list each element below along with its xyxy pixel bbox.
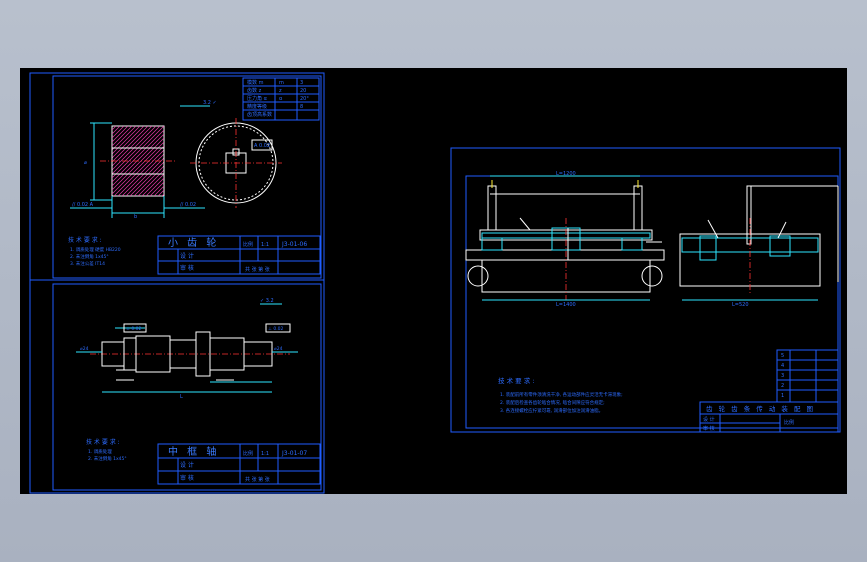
svg-text:精度等级: 精度等级 <box>247 103 267 110</box>
svg-text:α: α <box>279 96 283 102</box>
part-no-1: 1 <box>781 393 784 399</box>
shaft-designer-label: 设 计 <box>180 461 194 469</box>
svg-text:// 0.02 A: // 0.02 A <box>72 202 94 208</box>
assembly-note-1: 1. 装配前所有零件须清洗干净, 各运动部件应灵活无卡滞现象; <box>500 391 623 398</box>
pinion-req-1: 1. 调质处理 硬度 HB220 <box>70 246 121 253</box>
section-hatch-line <box>145 177 164 196</box>
pinion-requirements: 技 术 要 求 : 1. 调质处理 硬度 HB220 2. 未注倒角 1x45°… <box>68 236 121 267</box>
pinion-section-view: ⌀ b // 0.02 A // 0.02 <box>70 122 240 220</box>
assembly-designer-label: 设 计 <box>703 416 715 423</box>
svg-text:⌀: ⌀ <box>84 160 87 166</box>
svg-text:齿数 z: 齿数 z <box>247 87 262 94</box>
assembly-parts-list: 5 4 3 2 1 <box>776 349 839 403</box>
assembly-title: 齿 轮 齿 条 传 动 装 配 图 <box>706 404 815 413</box>
section-hatch-line <box>161 193 164 196</box>
svg-text:A 0.02: A 0.02 <box>254 143 270 149</box>
pinion-scale-value: 1:1 <box>261 242 269 248</box>
shaft-title: 中 框 轴 <box>168 445 219 458</box>
svg-text:m: m <box>279 80 284 86</box>
shaft-scale-value: 1:1 <box>261 451 269 457</box>
pinion-req-heading: 技 术 要 求 : <box>68 236 102 244</box>
pinion-sheet-label: 共 张 第 张 <box>245 266 270 273</box>
svg-text:20°: 20° <box>300 96 309 102</box>
svg-text:L=1200: L=1200 <box>556 171 576 177</box>
assembly-front-view: L=1200 L=1400 <box>465 171 665 308</box>
section-hatch-line <box>141 173 164 196</box>
roughness-symbol: 3.2 ✓ <box>180 100 217 107</box>
part-no-2: 2 <box>781 383 784 389</box>
shaft-outline: L ⊥ 0.02 ⊥ 0.02 ⌀24 ⌀24 <box>76 323 298 400</box>
pinion-title-block: 小 齿 轮 J3-01-06 设 计 审 核 比例 1:1 共 张 第 张 <box>157 235 321 275</box>
section-hatch-line <box>170 126 240 196</box>
section-hatch-line <box>112 126 164 179</box>
pinion-front-view: A 0.02 <box>190 118 282 208</box>
svg-text:8: 8 <box>300 104 303 110</box>
svg-text:3.2 ✓: 3.2 ✓ <box>203 100 217 106</box>
section-hatch-line <box>129 161 164 196</box>
pinion-title: 小 齿 轮 <box>168 236 219 249</box>
svg-text:压力角 α: 压力角 α <box>247 95 268 102</box>
shaft-req-1: 1. 调质处理 <box>88 448 112 455</box>
section-hatch-line <box>133 165 164 196</box>
section-hatch-line <box>112 126 145 159</box>
svg-text:// 0.02: // 0.02 <box>180 202 196 208</box>
section-hatch-line <box>149 181 164 196</box>
section-hatch-line <box>112 126 125 139</box>
assembly-side-view: L=520 <box>679 185 839 308</box>
pinion-checker-label: 审 核 <box>180 264 194 272</box>
assembly-notes-heading: 技 术 要 求 : <box>498 376 534 385</box>
svg-text:模数 m: 模数 m <box>247 79 264 86</box>
left-sheet <box>29 72 325 494</box>
svg-text:齿顶高系数: 齿顶高系数 <box>247 111 272 118</box>
section-hatch-line <box>112 126 157 171</box>
pinion-req-2: 2. 未注倒角 1x45° <box>70 253 109 260</box>
pinion-drawing-code: J3-01-06 <box>281 241 307 248</box>
section-hatch-line <box>112 126 137 151</box>
shaft-scale-label: 比例 <box>243 450 253 457</box>
section-hatch-line <box>112 126 133 147</box>
pinion-drawing: 模数 m 齿数 z 压力角 α 精度等级 齿顶高系数 m z α 3 20 20… <box>68 77 321 275</box>
assembly-notes: 技 术 要 求 : 1. 装配前所有零件须清洗干净, 各运动部件应灵活无卡滞现象… <box>498 376 623 414</box>
svg-text:20: 20 <box>300 88 306 94</box>
section-hatch-line <box>112 126 129 143</box>
assembly-scale-label: 比例 <box>784 419 794 426</box>
svg-text:L=1400: L=1400 <box>556 302 576 308</box>
shaft-sheet-label: 共 张 第 张 <box>245 476 270 483</box>
section-hatch-line <box>137 169 164 196</box>
svg-text:L=520: L=520 <box>732 302 749 308</box>
svg-text:⌀24: ⌀24 <box>80 346 89 352</box>
pinion-parameter-table: 模数 m 齿数 z 压力角 α 精度等级 齿顶高系数 m z α 3 20 20… <box>242 77 320 121</box>
shaft-roughness: ✓ 3.2 <box>260 298 282 305</box>
pinion-req-3: 3. 未注公差 IT14 <box>70 260 105 267</box>
assembly-title-block: 齿 轮 齿 条 传 动 装 配 图 设 计 审 核 比例 <box>699 401 839 433</box>
assembly-note-2: 2. 装配后检查各齿轮啮合情况, 啮合间隙应符合规定; <box>500 399 605 406</box>
svg-text:✓ 3.2: ✓ 3.2 <box>260 298 274 304</box>
shaft-drawing-code: J3-01-07 <box>281 450 307 457</box>
shaft-requirements: 技 术 要 求 : 1. 调质处理 2. 未注倒角 1x45° <box>86 438 127 462</box>
pinion-scale-label: 比例 <box>243 241 253 248</box>
svg-text:3: 3 <box>300 80 303 86</box>
svg-text:z: z <box>279 88 282 94</box>
svg-text:L: L <box>180 394 183 400</box>
svg-text:⌀24: ⌀24 <box>274 346 283 352</box>
svg-text:b: b <box>134 214 137 220</box>
section-hatch-line <box>112 126 141 155</box>
assembly-note-3: 3. 各连接螺栓应拧紧可靠, 润滑部位加注润滑油脂。 <box>500 407 603 414</box>
part-no-4: 4 <box>781 363 784 369</box>
shaft-req-heading: 技 术 要 求 : <box>86 438 120 446</box>
drawing-canvas[interactable]: 模数 m 齿数 z 压力角 α 精度等级 齿顶高系数 m z α 3 20 20… <box>20 68 847 494</box>
svg-text:⊥ 0.02: ⊥ 0.02 <box>268 326 284 332</box>
shaft-checker-label: 审 核 <box>180 474 194 482</box>
part-no-3: 3 <box>781 373 784 379</box>
pinion-designer-label: 设 计 <box>180 252 194 260</box>
svg-text:⊥ 0.02: ⊥ 0.02 <box>126 326 142 332</box>
part-no-5: 5 <box>781 353 784 359</box>
assembly-sheet: L=1200 L=1400 <box>450 147 841 433</box>
shaft-drawing: ✓ 3.2 L ⊥ 0.02 ⊥ 0.02 ⌀24 ⌀2 <box>76 298 321 485</box>
cad-drawing-viewport[interactable]: 模数 m 齿数 z 压力角 α 精度等级 齿顶高系数 m z α 3 20 20… <box>20 68 847 494</box>
assembly-checker-label: 审 核 <box>703 425 715 432</box>
shaft-req-2: 2. 未注倒角 1x45° <box>88 455 127 462</box>
shaft-title-block: 中 框 轴 J3-01-07 设 计 审 核 比例 1:1 共 张 第 张 <box>157 443 321 485</box>
